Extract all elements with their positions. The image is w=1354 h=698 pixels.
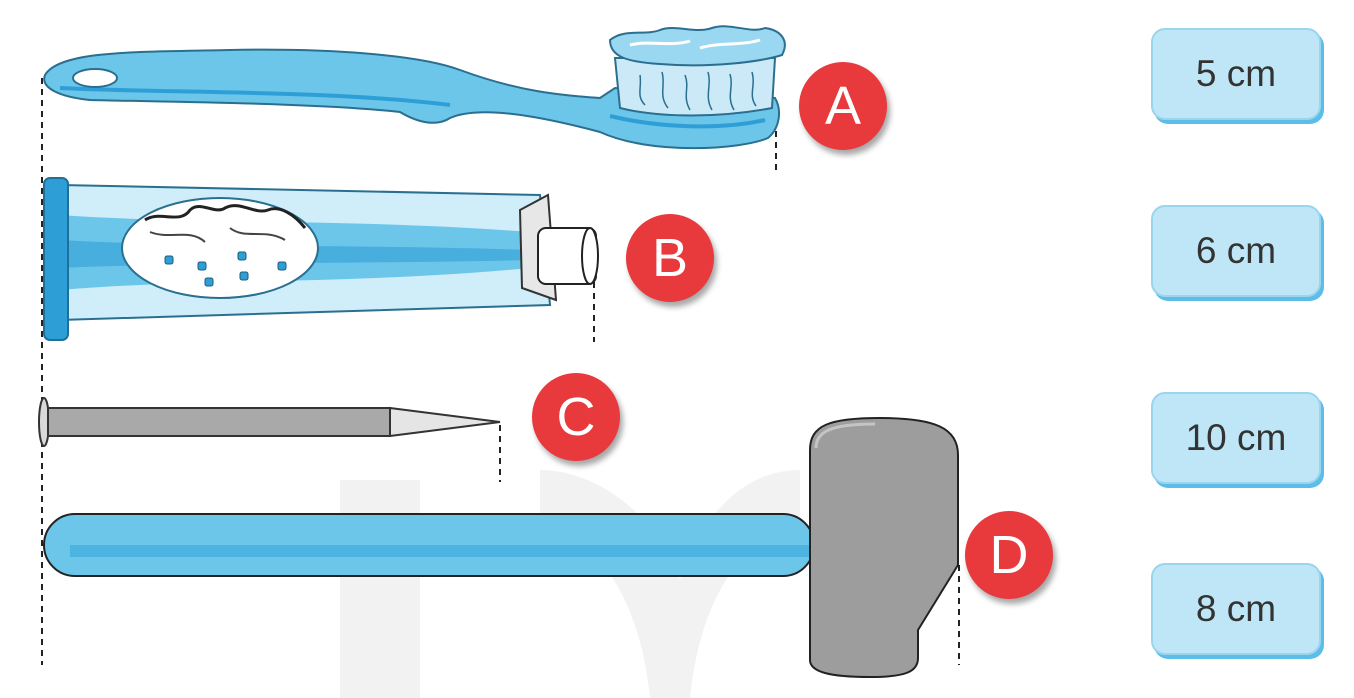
label-d-badge: D: [965, 511, 1053, 599]
answer-text: 6 cm: [1195, 230, 1277, 271]
toothpaste: [43, 177, 599, 341]
answer-text: 5 cm: [1195, 53, 1277, 94]
answer-box-8cm[interactable]: 8 cm: [1151, 563, 1321, 655]
toothbrush: [43, 25, 786, 150]
answer-box-10cm[interactable]: 10 cm: [1151, 392, 1321, 484]
label-b-text: B: [651, 228, 689, 288]
label-a-text: A: [824, 76, 862, 136]
answer-text: 8 cm: [1195, 588, 1277, 629]
nail: [38, 397, 501, 447]
label-c-badge: C: [532, 373, 620, 461]
watermark-logo: [340, 470, 800, 698]
answer-text: 10 cm: [1185, 417, 1287, 458]
answer-box-5cm[interactable]: 5 cm: [1151, 28, 1321, 120]
answer-box-6cm[interactable]: 6 cm: [1151, 205, 1321, 297]
label-d-text: D: [989, 525, 1029, 585]
guide-lines: [41, 78, 960, 665]
label-c-text: C: [556, 387, 596, 447]
label-b-badge: B: [626, 214, 714, 302]
hammer: [43, 416, 959, 679]
label-a-badge: A: [799, 62, 887, 150]
